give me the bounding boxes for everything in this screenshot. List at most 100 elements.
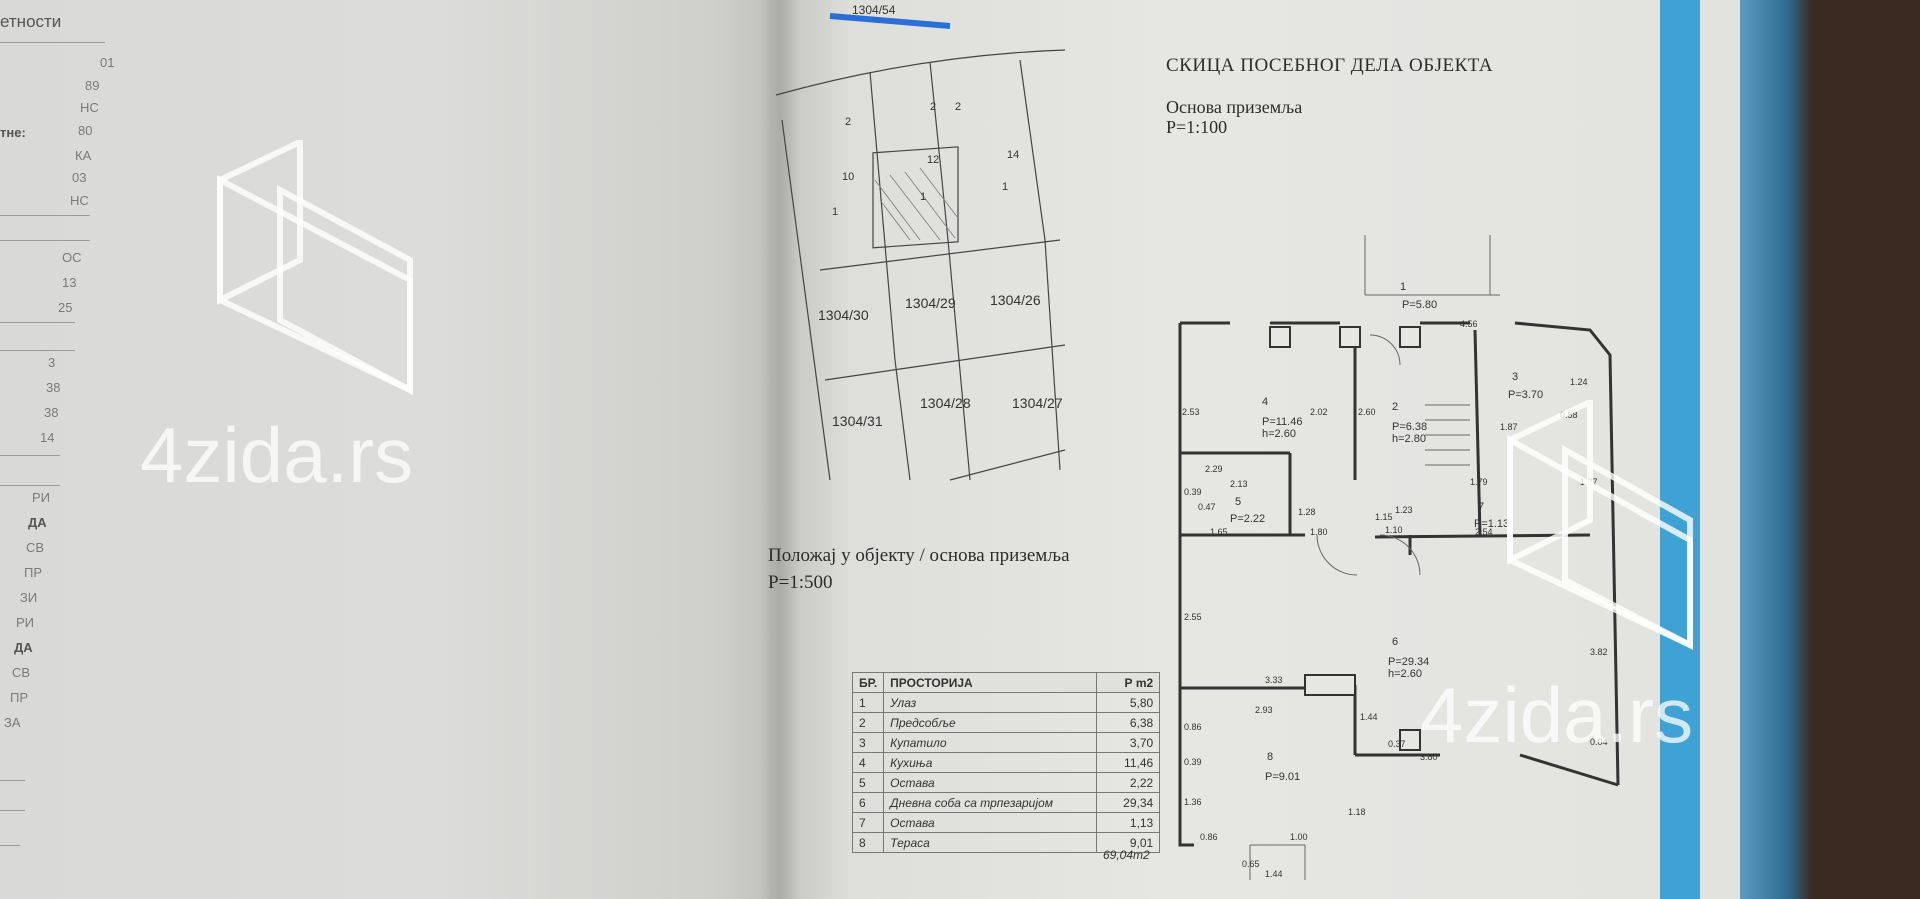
folder-edge	[1740, 0, 1860, 899]
room-name-cell: Предсобље	[883, 712, 1098, 733]
room-number: 7	[1478, 501, 1484, 513]
house-number: 12	[927, 154, 939, 166]
left-column-value: 03	[72, 170, 87, 185]
dimension-label: 2.93	[1255, 705, 1273, 715]
left-column-value: 3	[48, 355, 56, 370]
situation-plan: 1304/54 2 2 2 10 12 14 1 1 1 1304/30 130…	[775, 3, 1066, 481]
room-area: Р=1.13	[1474, 518, 1509, 530]
house-number: 1	[832, 206, 838, 218]
room-area-cell: 11,46	[1096, 752, 1161, 773]
room-area: Р=5.80	[1402, 299, 1437, 311]
parcel-label: 1304/29	[905, 295, 956, 311]
dimension-label: 0.04	[1590, 737, 1608, 747]
left-column-value: 38	[46, 380, 61, 395]
dimension-label: 3.82	[1590, 647, 1608, 657]
left-column-value: НС	[80, 100, 99, 115]
dimension-label: 1.44	[1265, 869, 1283, 879]
left-column-value: РИ	[32, 490, 51, 505]
room-area-cell: 5,80	[1096, 692, 1161, 713]
dimension-label: 2.55	[1184, 612, 1202, 622]
room-area-cell: 3,70	[1096, 732, 1161, 753]
watermark-logo-icon	[1507, 400, 1693, 650]
dimension-label: 3.33	[1265, 675, 1283, 685]
room-number-cell: 3	[851, 732, 885, 753]
room-height: h=2.60	[1262, 428, 1296, 440]
room-number: 6	[1392, 636, 1398, 648]
dimension-label: 2.53	[1182, 407, 1200, 417]
left-column-value: 14	[40, 430, 55, 445]
left-column-value: КА	[75, 148, 92, 163]
dimension-label: 1.65	[1210, 527, 1228, 537]
room-number: 8	[1267, 751, 1273, 763]
parcel-label: 1304/28	[920, 395, 971, 411]
folder-stripe	[1660, 0, 1700, 899]
room-area-cell: 1,13	[1096, 812, 1161, 833]
room-number-cell: 2	[851, 712, 885, 733]
room-number-cell: 8	[851, 832, 885, 853]
dimension-label: 1.10	[1385, 525, 1403, 535]
room-number-cell: 4	[851, 752, 885, 773]
divider	[0, 845, 20, 846]
dimension-label: 0.86	[1200, 832, 1218, 842]
dimension-label: 3.80	[1420, 752, 1438, 762]
dimension-label: 1.00	[1290, 832, 1308, 842]
divider	[0, 240, 90, 241]
left-column-value: 25	[58, 300, 73, 315]
dimension-label: 1.36	[1184, 797, 1202, 807]
left-column-value: СВ	[26, 540, 45, 555]
dimension-label: 1.23	[1395, 505, 1413, 515]
left-column-value: ЗИ	[20, 590, 38, 605]
room-number: 3	[1512, 371, 1518, 383]
dimension-label: 1.79	[1470, 477, 1488, 487]
divider	[0, 215, 90, 216]
left-column-value: ПР	[24, 565, 43, 580]
dimension-label: 1.15	[1375, 512, 1393, 522]
room-area: Р=11.46	[1262, 416, 1302, 428]
dimension-label: 4.56	[1460, 319, 1478, 329]
room-name-cell: Улаз	[883, 692, 1098, 713]
dimension-label: 2.02	[1310, 407, 1328, 417]
left-column-value: НС	[70, 193, 89, 208]
dimension-label: 1.80	[1310, 527, 1328, 537]
room-area: Р=29.34	[1388, 656, 1429, 668]
room-name-cell: Тераса	[883, 832, 1098, 853]
table-header: Р m2	[1096, 672, 1161, 693]
parcel-top-label: 1304/54	[852, 3, 896, 17]
dimension-label: 2.54	[1475, 527, 1493, 537]
room-name-cell: Кухиња	[883, 752, 1098, 773]
table-header: ПРОСТОРИЈА	[883, 672, 1098, 693]
house-number: 2	[955, 101, 961, 113]
dimension-label: 1.44	[1360, 712, 1378, 722]
left-column-value: РИ	[16, 615, 35, 630]
left-column-value: 13	[62, 275, 77, 290]
parcel-label: 1304/31	[832, 413, 883, 429]
watermark-text: 4zida.rs	[140, 411, 414, 499]
room-number: 5	[1235, 496, 1241, 508]
room-area: Р=2.22	[1230, 513, 1265, 525]
floor-plan-title: СКИЦА ПОСЕБНОГ ДЕЛА ОБЈЕКТА	[1166, 55, 1494, 76]
house-number: 10	[842, 171, 854, 183]
watermark-text: 4zida.rs	[1420, 671, 1694, 759]
room-name-cell: Остава	[883, 812, 1098, 833]
total-area: 69,04m2	[1103, 848, 1150, 862]
situation-caption: Положај у објекту / основа приземља	[768, 545, 1070, 566]
house-number: 1	[920, 191, 926, 203]
dimension-label: 2.29	[1205, 464, 1223, 474]
divider	[0, 780, 25, 781]
left-column-value: ОС	[62, 250, 82, 265]
house-number: 14	[1007, 149, 1019, 161]
room-number: 1	[1400, 281, 1406, 293]
room-area-cell: 29,34	[1096, 792, 1161, 813]
house-number: 1	[1002, 181, 1008, 193]
situation-scale: Р=1:500	[768, 572, 833, 593]
left-column-value: ПР	[10, 690, 29, 705]
room-number: 4	[1262, 396, 1268, 408]
house-number: 2	[845, 116, 851, 128]
room-area: Р=6.38	[1392, 421, 1427, 433]
